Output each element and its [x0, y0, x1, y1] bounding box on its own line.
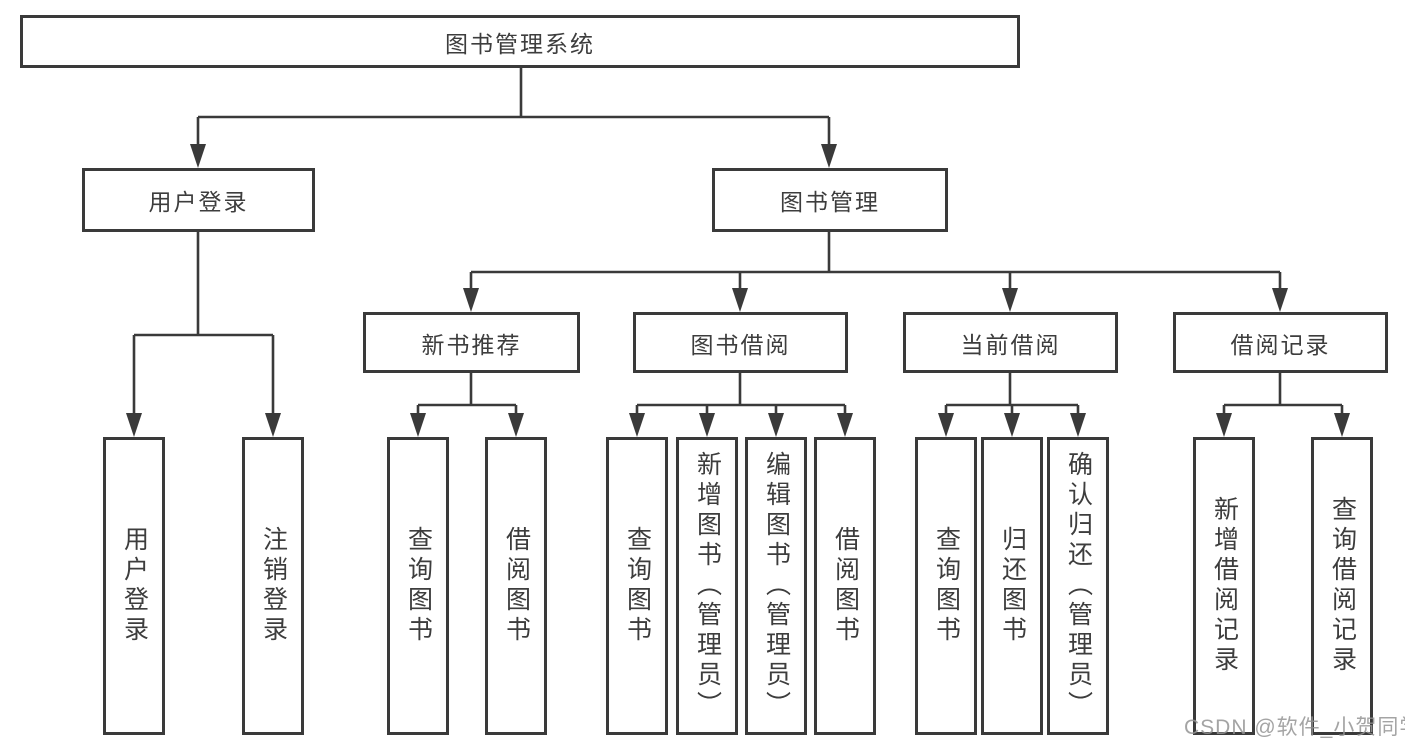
arrow-icon — [768, 413, 784, 437]
arrow-icon — [732, 288, 748, 312]
arrow-icon — [410, 413, 426, 437]
leaf-borrow-book: 借阅图书 — [814, 437, 876, 735]
leaf-user-login: 用户登录 — [103, 437, 165, 735]
connector-paths — [132, 68, 1344, 419]
arrow-icon — [463, 288, 479, 312]
arrow-icon — [126, 413, 142, 437]
node-current-borrow: 当前借阅 — [903, 312, 1118, 373]
arrow-icon — [629, 413, 645, 437]
node-root-system: 图书管理系统 — [20, 15, 1020, 68]
node-user-login: 用户登录 — [82, 168, 315, 232]
arrow-icon — [508, 413, 524, 437]
leaf-logout: 注销登录 — [242, 437, 304, 735]
leaf-query-book-current: 查询图书 — [915, 437, 977, 735]
leaf-query-borrow-record: 查询借阅记录 — [1311, 437, 1373, 735]
leaf-borrow-book-recommend: 借阅图书 — [485, 437, 547, 735]
arrow-icon — [699, 413, 715, 437]
arrow-icon — [837, 413, 853, 437]
csdn-watermark: CSDN @软件_小贺同学 — [1184, 716, 1405, 739]
leaf-edit-book-admin: 编辑图书（管理员） — [745, 437, 807, 735]
leaf-query-book-borrow: 查询图书 — [606, 437, 668, 735]
arrow-icon — [190, 144, 206, 168]
node-borrow-record: 借阅记录 — [1173, 312, 1388, 373]
arrow-icon — [1272, 288, 1288, 312]
arrow-icon — [1002, 288, 1018, 312]
leaf-add-book-admin: 新增图书（管理员） — [676, 437, 738, 735]
arrow-icon — [821, 144, 837, 168]
arrowheads — [126, 144, 1350, 437]
node-book-management: 图书管理 — [712, 168, 948, 232]
leaf-query-book-recommend: 查询图书 — [387, 437, 449, 735]
node-new-book-recommend: 新书推荐 — [363, 312, 580, 373]
leaf-return-book: 归还图书 — [981, 437, 1043, 735]
arrow-icon — [1070, 413, 1086, 437]
arrow-icon — [1004, 413, 1020, 437]
arrow-icon — [1216, 413, 1232, 437]
arrow-icon — [938, 413, 954, 437]
leaf-confirm-return-admin: 确认归还（管理员） — [1047, 437, 1109, 735]
node-book-borrow: 图书借阅 — [633, 312, 848, 373]
leaf-add-borrow-record: 新增借阅记录 — [1193, 437, 1255, 735]
arrow-icon — [265, 413, 281, 437]
arrow-icon — [1334, 413, 1350, 437]
